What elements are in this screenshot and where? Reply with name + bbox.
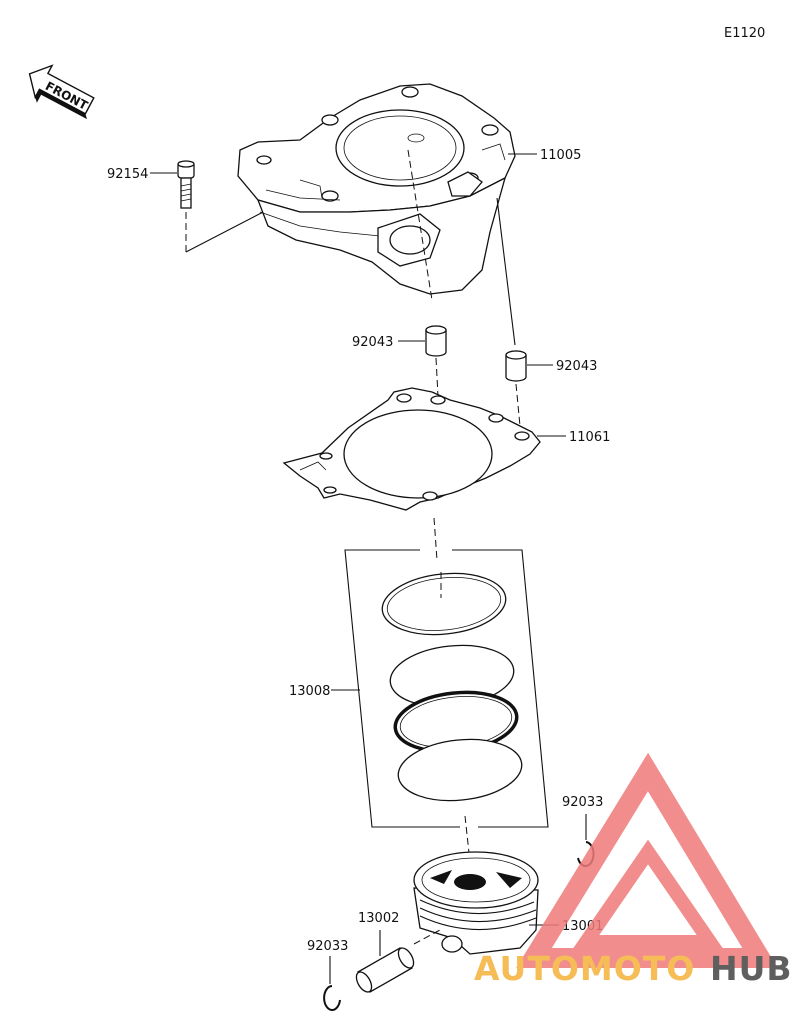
part-number-13008: 13008	[289, 684, 330, 699]
part-number-11005: 11005	[540, 148, 581, 163]
part-number-92154: 92154	[107, 167, 148, 182]
part-number-13002: 13002	[358, 911, 399, 926]
head-bolt-part	[177, 160, 293, 253]
part-number-92043-right: 92043	[556, 359, 597, 374]
piston-part	[413, 851, 539, 955]
part-number-92033-lower: 92033	[307, 939, 348, 954]
part-number-11061: 11061	[569, 430, 610, 445]
diagram-code: E1120	[724, 26, 765, 41]
piston-pin-part	[355, 947, 415, 993]
watermark-brand-part1: AUTOMOTO	[474, 949, 695, 988]
watermark-brand-part2: HUB	[710, 949, 793, 988]
dowel-pin-right-part	[505, 350, 527, 382]
cylinder-gasket-part	[282, 387, 541, 511]
piston-ring-set-box	[344, 549, 549, 828]
part-number-92043-left: 92043	[352, 335, 393, 350]
circlip-lower-part	[323, 985, 341, 1011]
dowel-pin-left-part	[425, 325, 447, 357]
automotohub-watermark-logo: AUTOMOTO HUB	[474, 752, 793, 988]
front-arrow-icon: FRONT	[28, 64, 95, 120]
cylinder-part	[237, 83, 516, 295]
part-number-92033-upper: 92033	[562, 795, 603, 810]
piston-rings-part	[381, 572, 523, 802]
